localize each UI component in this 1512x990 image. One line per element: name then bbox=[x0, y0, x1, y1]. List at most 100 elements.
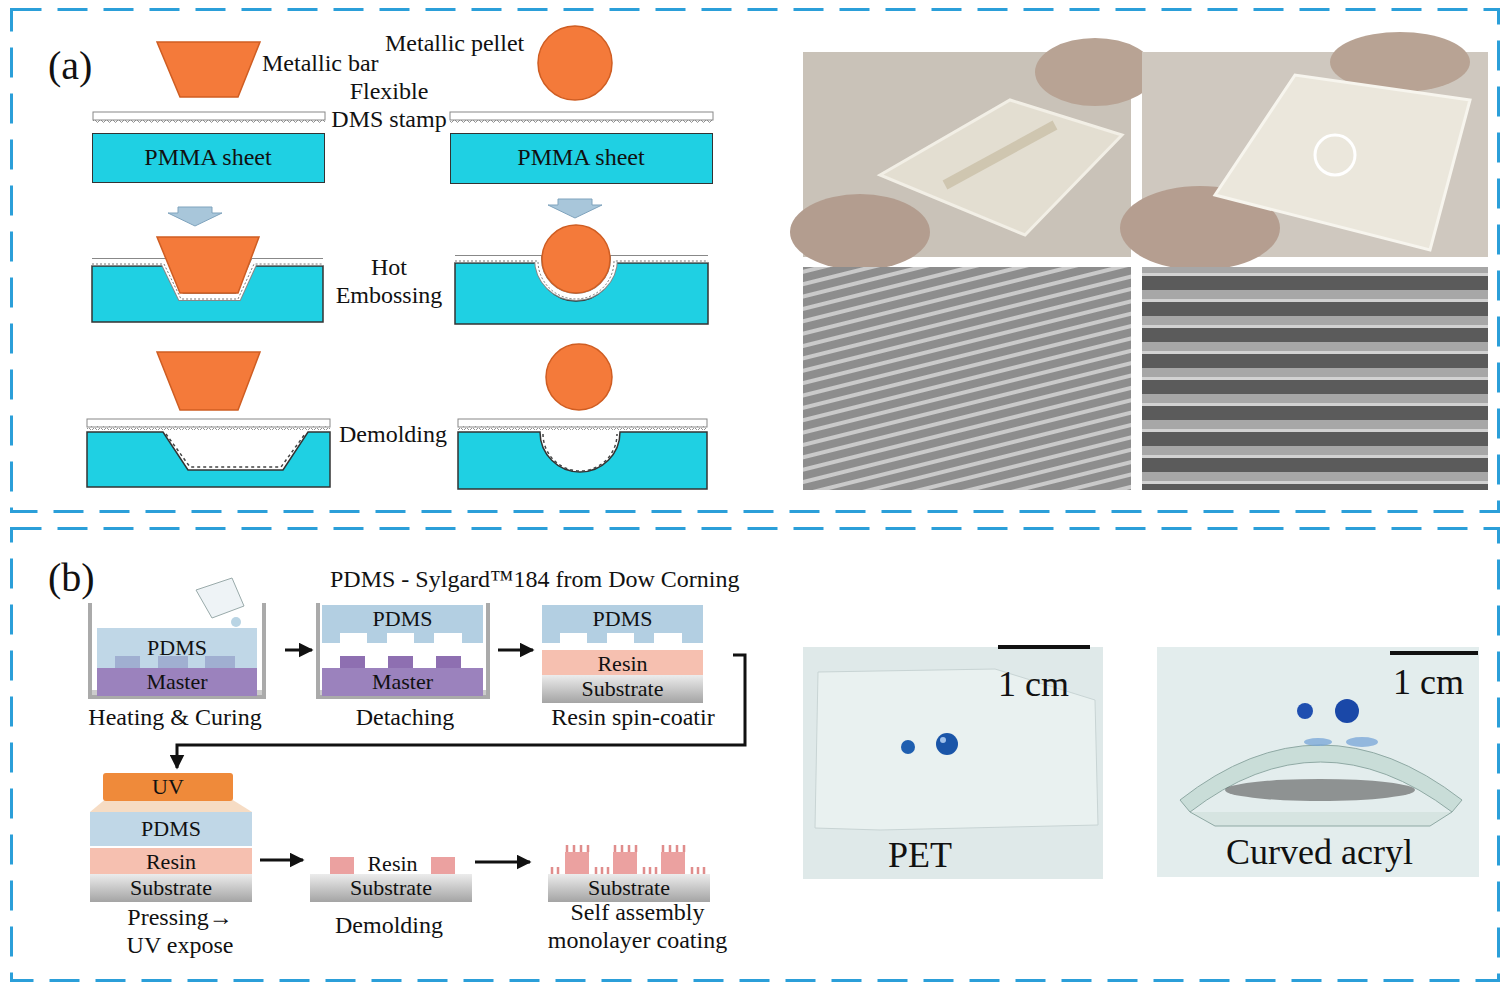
pdms-stamp bbox=[458, 419, 707, 427]
pdms-stamp bbox=[450, 112, 713, 120]
resin-pillar bbox=[565, 852, 589, 874]
pdms-layer: PDMS bbox=[97, 628, 257, 668]
master-layer: Master bbox=[322, 668, 483, 696]
pdms-stamp bbox=[87, 419, 330, 427]
layer-label: PDMS bbox=[542, 606, 703, 631]
resin-pattern: Resin bbox=[330, 850, 455, 878]
finger bbox=[1035, 38, 1155, 106]
uv-lamp: UV bbox=[103, 773, 233, 801]
process-step: DetachingPDMSMaster bbox=[312, 600, 498, 735]
photo-text: 1 cm bbox=[998, 664, 1098, 705]
replicated-texture bbox=[543, 434, 617, 471]
metallic-pellet bbox=[542, 225, 610, 293]
stamp-texture bbox=[458, 426, 707, 430]
photo-text: Curved acryl bbox=[1226, 832, 1466, 873]
metallic-bar bbox=[157, 42, 260, 97]
pdms-tooth bbox=[414, 633, 434, 643]
metallic-bar bbox=[157, 237, 259, 293]
water-drop bbox=[1297, 703, 1313, 719]
photo-pet bbox=[803, 647, 1103, 879]
curved-acryl bbox=[1180, 745, 1462, 812]
pmma-sheet bbox=[87, 432, 330, 487]
drop-reflection bbox=[1304, 738, 1332, 746]
figure-panel: (a) PMMA sheet PMMA sheet bbox=[10, 8, 1500, 513]
resin-pillar bbox=[613, 852, 637, 874]
pdms-tooth bbox=[367, 633, 387, 643]
dashed-border bbox=[12, 10, 1499, 512]
layer-label: PMMA sheet bbox=[93, 144, 323, 172]
pdms-stamp bbox=[93, 112, 325, 120]
photo-panel: 1 cmCurved acryl bbox=[1157, 647, 1479, 877]
figure-label: PDMS - Sylgard™184 from Dow Corning bbox=[330, 566, 850, 594]
pdms-tooth bbox=[587, 633, 607, 643]
metallic-bar bbox=[157, 352, 260, 410]
process-arrow bbox=[260, 859, 303, 862]
photo-acryl bbox=[1157, 647, 1479, 877]
pmma-sheet: PMMA sheet bbox=[450, 133, 713, 184]
sem-image bbox=[1142, 267, 1488, 490]
pdms-layer: PDMS bbox=[542, 605, 703, 633]
photo-text: PET bbox=[888, 835, 1008, 876]
pouring-cup bbox=[196, 578, 244, 618]
dashed-border bbox=[12, 529, 1499, 981]
chip-channel bbox=[945, 125, 1055, 185]
drop-highlight bbox=[940, 737, 946, 743]
panel-outline bbox=[10, 8, 1500, 513]
layer-label: Resin bbox=[90, 849, 252, 874]
resin-pillar bbox=[330, 857, 354, 874]
water-drop bbox=[1335, 699, 1359, 723]
layer-label: PDMS bbox=[322, 606, 483, 631]
pdms-tooth bbox=[682, 633, 703, 643]
water-drop bbox=[901, 740, 915, 754]
pdms-drop bbox=[231, 617, 241, 627]
layer-label: Master bbox=[322, 669, 483, 694]
pdms-tooth bbox=[462, 633, 483, 643]
pmma-chip bbox=[880, 100, 1122, 235]
process-step: Demolding ResinSubstrate bbox=[303, 845, 475, 945]
pdms-tooth bbox=[542, 633, 560, 643]
layer-label: UV bbox=[103, 774, 233, 799]
layer-label: Master bbox=[97, 669, 257, 694]
substrate-layer: Substrate bbox=[548, 874, 710, 902]
panel-letter: (a) bbox=[48, 43, 128, 89]
layer-label: PDMS bbox=[97, 635, 257, 660]
press-arrow bbox=[548, 199, 602, 218]
pmma-chip bbox=[1215, 75, 1470, 250]
process-step: Self assembly monolayer coatingSubstrate bbox=[530, 845, 745, 957]
container-wall bbox=[318, 603, 488, 697]
figure-label: Demolding bbox=[334, 421, 452, 449]
water-drop bbox=[936, 733, 958, 755]
step-caption: Demolding bbox=[303, 912, 475, 940]
figure-label: Metallic bar bbox=[262, 50, 392, 78]
layer-label: Resin bbox=[330, 851, 455, 876]
figure-label: Metallic pellet bbox=[385, 30, 545, 58]
substrate-layer: Substrate bbox=[542, 675, 703, 703]
layer-label: Substrate bbox=[548, 875, 710, 900]
resin-pillar bbox=[661, 852, 685, 874]
stamp-texture bbox=[450, 119, 713, 123]
metallic-pellet bbox=[538, 26, 612, 100]
process-step: Resin spin-coatir PDMS ResinSubstrate bbox=[533, 600, 733, 735]
replicated-texture bbox=[166, 434, 305, 467]
figure-label: Hot Embossing bbox=[328, 254, 450, 309]
process-arrow bbox=[498, 649, 533, 652]
substrate-layer: Substrate bbox=[310, 874, 472, 902]
press-arrow bbox=[168, 207, 222, 226]
layer-label: PDMS bbox=[90, 816, 252, 841]
panel-letter: (b) bbox=[48, 555, 128, 601]
resin-pillar bbox=[431, 857, 455, 874]
nano-hairs bbox=[552, 845, 704, 874]
stamp-texture bbox=[93, 119, 325, 123]
layer-label: Resin bbox=[542, 651, 703, 676]
finger bbox=[790, 194, 930, 270]
figure-panel: (b)Heating & CuringPDMSMasterDetachingPD… bbox=[10, 527, 1500, 982]
scale-bar bbox=[998, 645, 1090, 649]
panel-outline bbox=[10, 527, 1500, 982]
step-caption: Resin spin-coatir bbox=[533, 704, 733, 732]
process-arrow bbox=[285, 649, 312, 652]
drop-reflection bbox=[1346, 737, 1378, 747]
pdms-tooth bbox=[322, 633, 340, 643]
container-wall bbox=[90, 603, 264, 697]
chip-dimple bbox=[1315, 135, 1355, 175]
